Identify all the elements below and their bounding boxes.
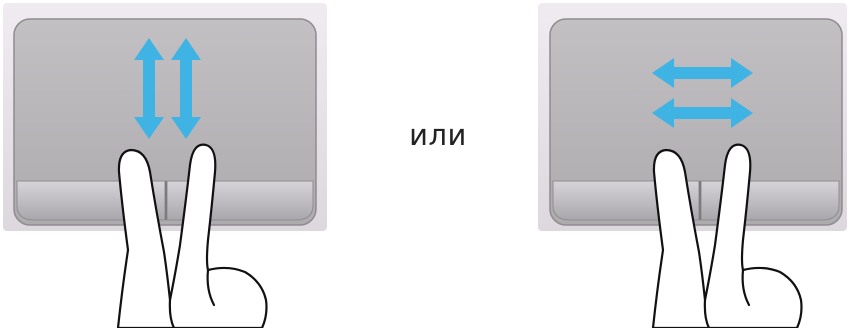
horizontal-scroll-figure <box>535 0 850 328</box>
or-separator-label: или <box>393 118 483 152</box>
vertical-scroll-figure <box>0 0 330 328</box>
horizontal-scroll-illustration <box>535 0 850 328</box>
vertical-scroll-illustration <box>0 0 330 328</box>
